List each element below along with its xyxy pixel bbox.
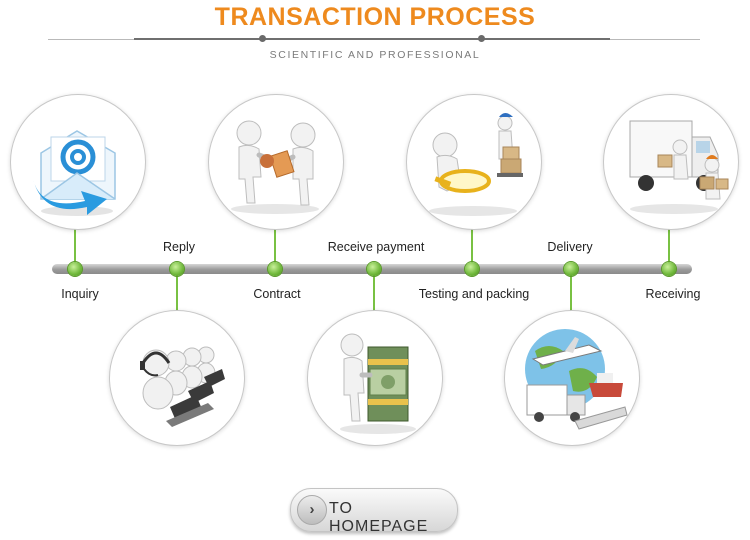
title-divider-dot-left (259, 35, 266, 42)
delivery-truck-icon (629, 120, 729, 214)
timeline-node-receiving (662, 262, 676, 276)
timeline-node-reply (170, 262, 184, 276)
step-label-reply: Reply (163, 240, 195, 254)
to-homepage-button[interactable]: › TO HOMEPAGE (290, 488, 458, 535)
connector-reply (176, 270, 178, 312)
timeline-node-contract (268, 262, 282, 276)
connector-delivery (570, 270, 572, 312)
step-label-receiving: Receiving (645, 287, 701, 301)
chevron-right-icon: › (297, 495, 327, 525)
step-image-contract (208, 94, 344, 230)
connector-receiving (668, 228, 670, 266)
money-stack-icon (340, 333, 416, 434)
connector-receive-payment (373, 270, 375, 312)
step-label-delivery: Delivery (547, 240, 593, 254)
step-image-inquiry (10, 94, 146, 230)
step-image-receive-payment (307, 310, 443, 446)
timeline-node-inquiry (68, 262, 82, 276)
step-image-delivery (504, 310, 640, 446)
step-image-reply (109, 310, 245, 446)
title-divider-center (134, 38, 610, 40)
timeline-node-testing-packing (465, 262, 479, 276)
step-label-inquiry: Inquiry (61, 287, 99, 301)
magnifier-inspection-icon (429, 113, 523, 216)
timeline-node-delivery (564, 262, 578, 276)
page-subtitle: SCIENTIFIC AND PROFESSIONAL (269, 49, 481, 61)
to-homepage-label: TO HOMEPAGE (329, 500, 429, 535)
title-divider-right (610, 39, 700, 40)
connector-testing-packing (471, 228, 473, 266)
page-title: TRANSACTION PROCESS (214, 3, 536, 31)
step-label-testing-packing: Testing and packing (418, 287, 530, 301)
connector-contract (274, 228, 276, 266)
timeline-node-receive-payment (367, 262, 381, 276)
step-label-contract: Contract (253, 287, 301, 301)
handshake-contract-icon (231, 120, 319, 214)
connector-inquiry (74, 228, 76, 266)
title-divider-left (48, 39, 134, 40)
globe-transport-icon (525, 329, 628, 430)
email-at-icon (33, 130, 116, 216)
step-label-receive-payment: Receive payment (327, 240, 425, 254)
title-divider-dot-right (478, 35, 485, 42)
customer-service-headset-icon (140, 346, 225, 427)
step-image-receiving (603, 94, 739, 230)
step-image-testing-packing (406, 94, 542, 230)
